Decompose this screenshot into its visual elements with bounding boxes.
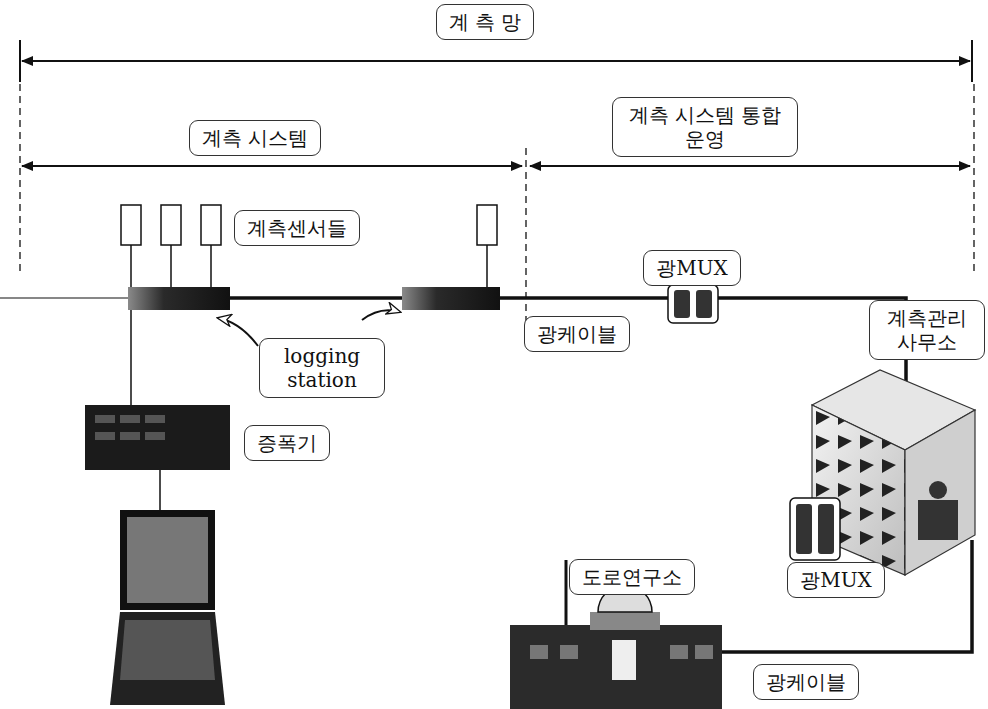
amplifier [145,415,165,423]
cable-line [130,298,906,492]
part-label: 증폭기 [244,425,330,461]
laptop [110,612,225,705]
office-building [812,405,905,575]
institute-building [530,645,548,659]
mux-device [668,285,718,323]
cable-line [130,310,132,405]
range-label: 계측 시스템 통합운영 [612,97,798,157]
office-building [929,481,947,499]
part-label: logging station [259,338,385,398]
range-label: 계측 시스템 [189,120,321,156]
label-text: 계 측 망 [449,10,522,34]
institute-building [510,560,722,709]
cable-line [159,470,161,510]
institute-building [560,645,578,659]
label-text: 계측관리 사무소 [882,306,972,354]
mux-device [818,504,834,554]
sensor [201,205,221,245]
logging-station [402,287,500,310]
range-bracket [971,40,973,82]
part-label: 도로연구소 [569,559,695,595]
institute-building [695,645,713,659]
label-text: 계측 시스템 [202,126,308,150]
sensor-wire [210,245,212,290]
amplifier [95,432,115,440]
range-bracket [19,40,21,82]
part-label: 광케이블 [524,316,630,352]
sensor-wire [170,245,172,290]
range-bracket [530,165,970,167]
label-text: logging station [272,344,372,392]
sensor-wire [486,245,488,290]
part-label: 광MUX [787,562,885,598]
laptop [120,620,215,680]
laptop [120,510,215,610]
label-text: 광케이블 [766,670,846,694]
institute-building [612,640,636,680]
office-building [905,410,975,575]
mux-device [790,498,840,560]
range-bracket [19,84,20,272]
laptop [110,510,225,705]
label-text: 계측 시스템 통합운영 [625,103,785,151]
mux-device [668,285,718,323]
part-label: 광MUX [643,250,741,286]
laptop [127,517,208,603]
institute-building [565,560,568,625]
mux-device [674,290,690,318]
sensor [161,205,181,245]
sensor-wire [130,245,132,290]
part-label: 광케이블 [753,664,859,700]
office-building [812,405,905,575]
amplifier [145,432,165,440]
title-box: 계 측 망 [436,4,535,40]
range-bracket [973,84,974,272]
amplifier [85,405,230,470]
part-label: 계측센서들 [234,210,360,246]
sensor-wire [131,245,487,290]
mux-device [696,290,712,318]
logging-station [128,287,230,310]
mux-device [796,504,812,554]
label-text: 광MUX [656,256,728,280]
sensor [477,205,497,245]
cable-line [0,298,972,652]
institute-building [510,625,722,709]
pointer-arrow [218,318,258,346]
pointer-arrow [362,310,400,320]
range-bracket [22,60,970,62]
range-bracket [22,165,522,167]
amplifier [120,432,140,440]
mux-device [790,498,840,560]
logging-station [128,287,500,310]
range-bracket [20,40,974,350]
part-label: 계측관리 사무소 [869,300,985,360]
amplifier [95,415,115,423]
sensor [121,205,497,245]
label-text: 광MUX [800,568,872,592]
institute-building [590,612,660,630]
label-text: 계측센서들 [247,216,347,240]
amplifier [85,405,230,470]
institute-building [670,645,688,659]
sensor [121,205,141,245]
amplifier [120,415,140,423]
label-text: 광케이블 [537,322,617,346]
label-text: 도로연구소 [582,565,682,589]
office-building [918,500,958,540]
label-text: 증폭기 [257,431,317,455]
